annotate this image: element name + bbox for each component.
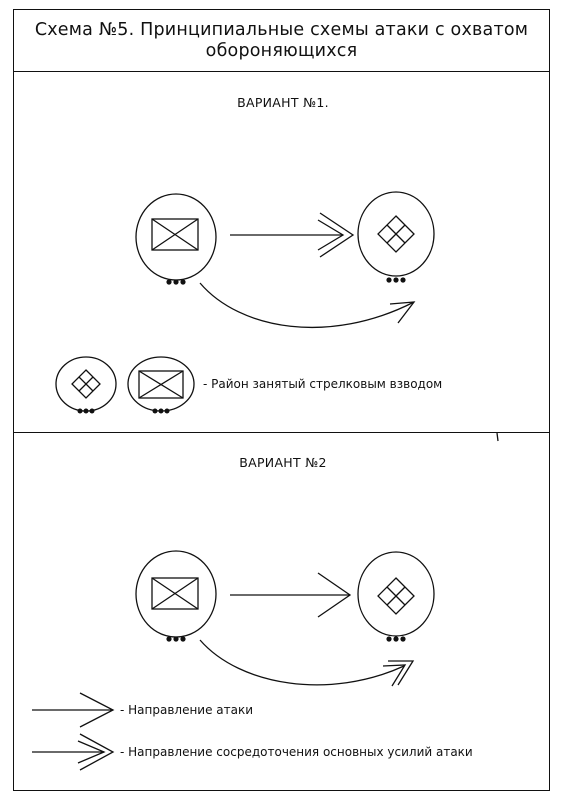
variant-1-defender-area: [357, 191, 435, 283]
variant-1-attacker-area: [135, 193, 217, 285]
title-line-2: обороняющихся: [205, 40, 358, 61]
schema-sheet: Схема №5. Принципиальные схемы атаки с о…: [13, 9, 550, 791]
variant-2-attacker-area: [135, 550, 217, 642]
attacker-unit-symbol: [151, 577, 199, 610]
main-effort-arrow: [199, 639, 415, 687]
legend-attacker-symbol: [127, 356, 195, 414]
legend-attack-direction-text: - Направление атаки: [120, 703, 254, 717]
variant-2-defender-area: [357, 551, 435, 642]
stray-mark: [496, 432, 499, 442]
page-title: Схема №5. Принципиальные схемы атаки с о…: [14, 10, 549, 72]
defender-unit-symbol: [377, 577, 415, 615]
attacker-unit-symbol: [151, 218, 199, 251]
platoon-dots: [386, 636, 406, 642]
variant-1-label: ВАРИАНТ №1.: [237, 95, 329, 110]
attack-direction-arrow: [199, 282, 416, 328]
platoon-dots: [166, 636, 186, 642]
legend-main-effort-text: - Направление сосредоточения основных ус…: [120, 745, 473, 759]
main-effort-arrow: [230, 212, 355, 258]
attack-direction-arrow: [230, 572, 352, 618]
legend-platoon-area-text: - Район занятый стрелковым взводом: [203, 377, 443, 391]
section-divider: [14, 432, 549, 433]
legend-defender-symbol: [55, 356, 117, 414]
title-line-1: Схема №5. Принципиальные схемы атаки с о…: [34, 19, 529, 40]
legend-main-effort-arrow: [32, 733, 115, 771]
defender-unit-symbol: [377, 215, 415, 253]
variant-2-label: ВАРИАНТ №2: [239, 455, 327, 470]
platoon-dots: [386, 277, 406, 283]
legend-attack-direction-arrow: [32, 692, 115, 728]
platoon-dots: [166, 279, 186, 285]
